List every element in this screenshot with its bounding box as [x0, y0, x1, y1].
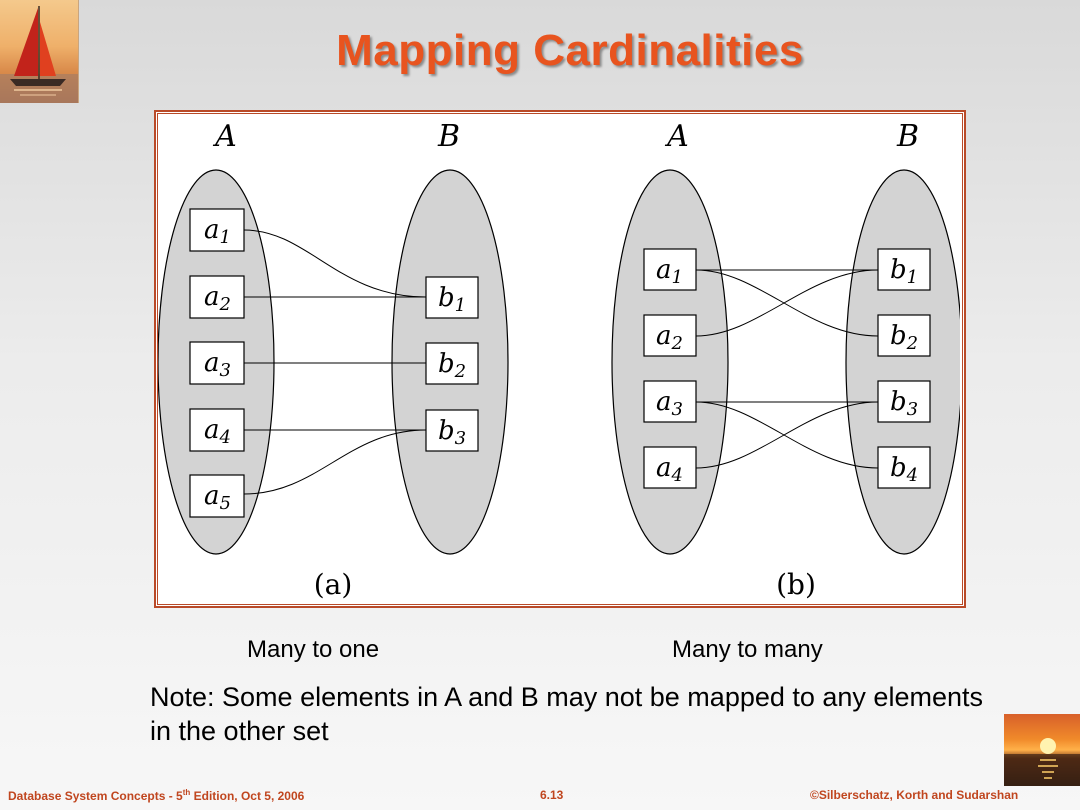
svg-text:a4: a4: [656, 453, 683, 486]
mapping-line-a1-b1: [243, 229, 427, 298]
element-b3: b3: [425, 409, 479, 452]
element-a1: a1: [189, 208, 245, 252]
svg-text:a3: a3: [204, 348, 231, 381]
footer-copyright: ©Silberschatz, Korth and Sudarshan: [810, 788, 1019, 802]
panel-label-a: (a): [314, 568, 353, 600]
set-a-label: A: [212, 119, 237, 154]
element-b4: b4: [877, 446, 931, 489]
element-a3: a3: [643, 380, 697, 423]
element-a1: a1: [643, 248, 697, 291]
caption-many-to-many: Many to many: [672, 636, 823, 663]
svg-text:a5: a5: [204, 481, 231, 514]
mapping-line-a5-b3: [243, 429, 427, 495]
caption-many-to-one: Many to one: [247, 636, 380, 663]
svg-text:a2: a2: [656, 321, 683, 354]
svg-text:a1: a1: [656, 255, 683, 288]
footer-page-number: 6.13: [540, 788, 564, 802]
element-b2: b2: [877, 314, 931, 357]
set-a-label: A: [664, 119, 689, 154]
set-b-label: B: [437, 119, 460, 154]
diagram-a: A B a1 a2 a3 a4 a5: [158, 119, 509, 600]
svg-text:b1: b1: [438, 283, 466, 316]
element-b1: b1: [425, 276, 479, 319]
slide-title: Mapping Cardinalities: [336, 26, 804, 75]
sunset-logo-icon: [1004, 714, 1080, 786]
footer-left: Database System Concepts - 5th Edition, …: [8, 788, 305, 803]
sailboat-logo-icon: [0, 0, 79, 103]
element-b3: b3: [877, 380, 931, 423]
set-b-label: B: [896, 119, 919, 154]
element-a2: a2: [643, 314, 697, 357]
svg-text:b1: b1: [890, 255, 918, 288]
set-b-ellipse: [845, 169, 960, 555]
svg-text:a3: a3: [656, 387, 683, 420]
element-b1: b1: [877, 248, 931, 291]
svg-text:b3: b3: [890, 387, 918, 420]
element-a2: a2: [189, 275, 245, 319]
element-a4: a4: [643, 446, 697, 489]
svg-text:a4: a4: [204, 415, 231, 448]
panel-label-b: (b): [776, 568, 816, 600]
set-a-ellipse: [611, 169, 729, 555]
element-a5: a5: [189, 474, 245, 518]
mapping-diagram: .ell { fill: #d3d3d3; stroke: #000; stro…: [158, 119, 960, 600]
svg-text:a1: a1: [204, 215, 231, 248]
svg-text:b2: b2: [890, 321, 918, 354]
svg-text:a2: a2: [204, 282, 231, 315]
mapping-line-a4-b3: [695, 401, 879, 469]
diagram-b: A B a1 a2 a3 a4 b1: [611, 119, 960, 600]
note-text: Note: Some elements in A and B may not b…: [150, 682, 983, 746]
element-a4: a4: [189, 408, 245, 452]
svg-text:b3: b3: [438, 416, 466, 449]
element-b2: b2: [425, 342, 479, 385]
element-a3: a3: [189, 341, 245, 385]
mapping-line-a2-b1: [695, 269, 879, 337]
svg-text:b2: b2: [438, 349, 466, 382]
svg-text:b4: b4: [890, 453, 918, 486]
figure-frame: [154, 110, 966, 608]
